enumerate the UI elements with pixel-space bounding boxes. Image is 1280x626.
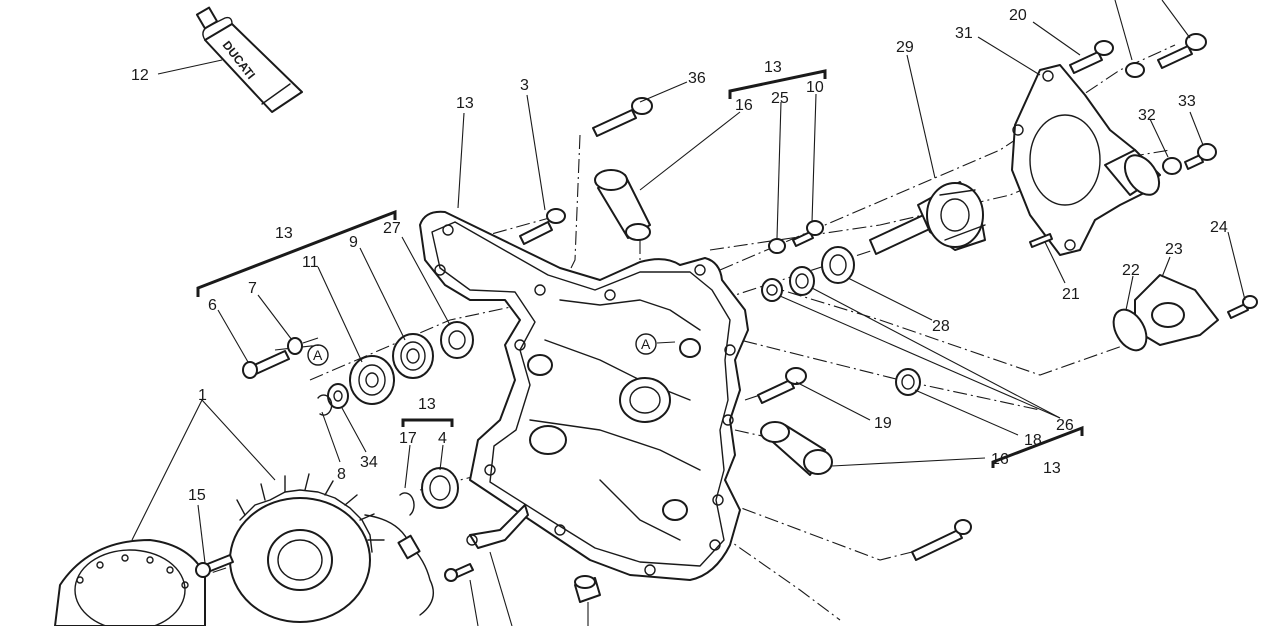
stator-wire xyxy=(364,514,434,616)
reference-marker-a-cover: A xyxy=(635,333,676,355)
callout-9: 9 xyxy=(349,234,358,251)
screw-24 xyxy=(1227,295,1258,319)
o-ring-22 xyxy=(1112,308,1148,352)
stator xyxy=(229,473,385,623)
callout-28: 28 xyxy=(932,318,950,335)
bearing-9 xyxy=(392,333,434,379)
water-pump-cover xyxy=(1011,64,1161,256)
callout-13: 13 xyxy=(418,396,436,413)
washer-7 xyxy=(287,337,303,355)
callout-19: 19 xyxy=(874,415,892,432)
seal-18 xyxy=(895,368,921,396)
callout-21: 21 xyxy=(1062,286,1080,303)
callout-33: 33 xyxy=(1178,93,1196,110)
callout-16: 16 xyxy=(991,451,1009,468)
washer-32 xyxy=(1162,157,1182,175)
callout-23: 23 xyxy=(1165,241,1183,258)
bolt-33 xyxy=(1184,143,1217,170)
bolt-15 xyxy=(195,554,234,578)
callout-11: 11 xyxy=(302,254,319,271)
bolt-36 xyxy=(592,97,653,137)
callout-13: 13 xyxy=(1043,460,1061,477)
bolt-3 xyxy=(519,208,566,245)
grease-tube: DUCATI xyxy=(195,6,303,113)
pin-21 xyxy=(1029,233,1053,248)
seal-27 xyxy=(440,321,474,359)
callout-13: 13 xyxy=(764,59,782,76)
leader-lines xyxy=(131,0,1246,626)
bolt-6 xyxy=(242,350,290,379)
callout-36: 36 xyxy=(688,70,706,87)
callout-1: 1 xyxy=(198,387,207,404)
callout-34: 34 xyxy=(360,454,378,471)
callout-8: 8 xyxy=(337,466,346,483)
sleeve-16-top xyxy=(594,169,651,241)
circlip-8 xyxy=(317,394,333,416)
bolt-10 xyxy=(792,220,824,247)
bracket-group-13-bearing xyxy=(401,418,454,427)
callout-22: 22 xyxy=(1122,262,1140,279)
callout-20: 20 xyxy=(1009,7,1027,24)
reference-marker-a-left: A xyxy=(302,337,329,366)
callout-31: 31 xyxy=(955,25,973,42)
bolt-lower-right xyxy=(911,519,972,561)
callout-12: 12 xyxy=(131,67,149,84)
bracket-group-13-left xyxy=(196,209,397,297)
rotor xyxy=(54,539,206,626)
callout-18: 18 xyxy=(1024,432,1042,449)
dowel-pin xyxy=(574,575,601,603)
bolt-top-right xyxy=(1157,33,1207,69)
washer-26a xyxy=(789,266,815,296)
callout-labels: 12 3 36 13 16 13 25 10 29 31 20 32 33 24… xyxy=(131,7,1228,504)
callout-27: 27 xyxy=(383,220,401,237)
callout-29: 29 xyxy=(896,39,914,56)
bearing-11 xyxy=(349,355,395,405)
wire-clip xyxy=(466,504,529,549)
callout-15: 15 xyxy=(188,487,206,504)
bracket-group-13-top xyxy=(728,69,827,99)
callout-32: 32 xyxy=(1138,107,1156,124)
callout-13: 13 xyxy=(456,95,474,112)
bolt-19 xyxy=(757,367,807,404)
bolt-lower-mid xyxy=(444,563,474,582)
fitting-23 xyxy=(1134,274,1219,346)
bearing-4 xyxy=(421,467,459,509)
sleeve-16-lower xyxy=(760,421,833,476)
circlip-17 xyxy=(399,492,415,516)
callout-26: 26 xyxy=(1056,417,1074,434)
callout-16: 16 xyxy=(735,97,753,114)
washer-top-right xyxy=(1125,62,1145,78)
callout-3: 3 xyxy=(520,77,529,94)
bolt-20 xyxy=(1069,40,1114,74)
callout-25: 25 xyxy=(771,90,789,107)
callout-brackets xyxy=(196,69,1084,468)
callout-13: 13 xyxy=(275,225,293,242)
svg-text:A: A xyxy=(313,347,323,363)
washer-26b xyxy=(761,278,783,302)
callout-6: 6 xyxy=(208,297,217,314)
callout-17: 17 xyxy=(399,430,417,447)
callout-24: 24 xyxy=(1210,219,1228,236)
crankcase-cover xyxy=(419,210,749,581)
callout-7: 7 xyxy=(248,280,257,297)
callout-10: 10 xyxy=(806,79,824,96)
svg-text:A: A xyxy=(641,336,651,352)
water-pump-impeller xyxy=(869,181,986,255)
bracket-group-13-right xyxy=(991,425,1084,468)
callout-4: 4 xyxy=(438,430,447,447)
washer-25 xyxy=(768,238,786,254)
seal-28 xyxy=(821,246,855,284)
